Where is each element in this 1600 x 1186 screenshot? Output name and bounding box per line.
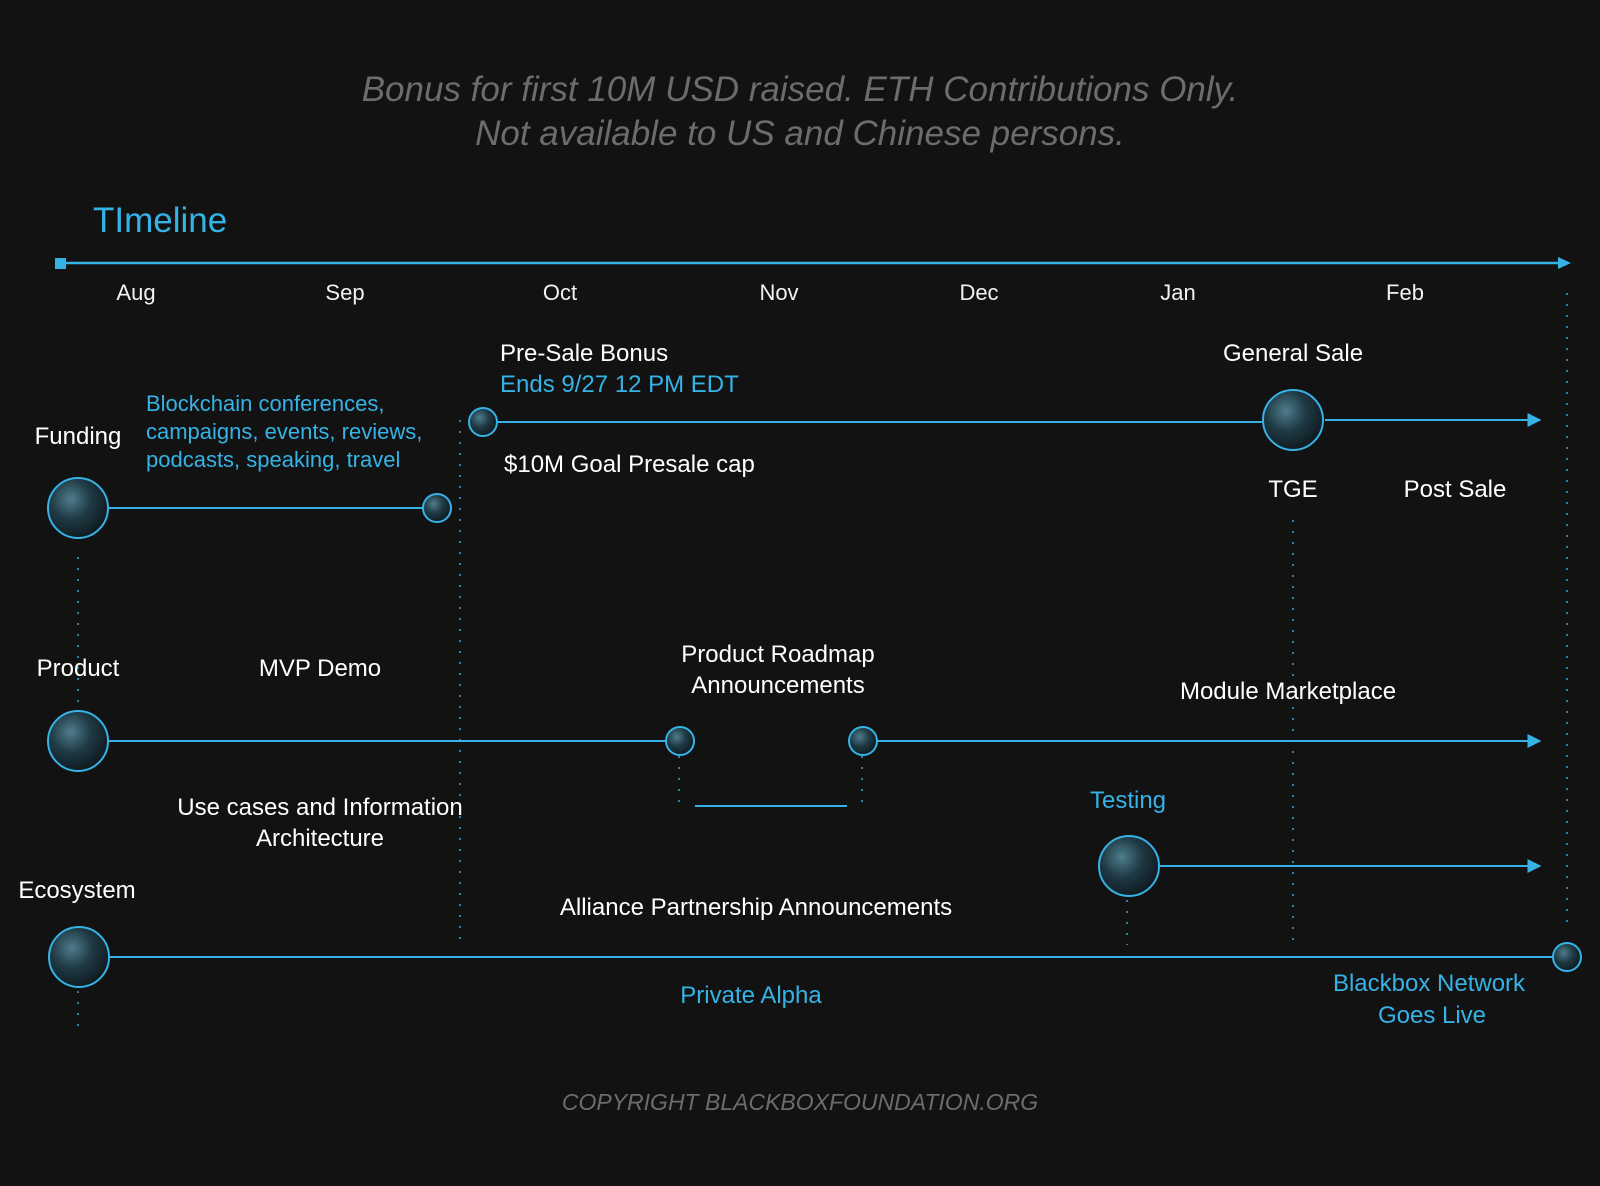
general-sale-node[interactable]: [1262, 389, 1324, 451]
axis-arrowhead: [1558, 257, 1571, 269]
roadmap-start-node[interactable]: [665, 726, 695, 756]
conferences-label-line-2: campaigns, events, reviews,: [146, 419, 423, 444]
mvp-demo-label: MVP Demo: [258, 655, 382, 682]
private-alpha-label: Private Alpha: [680, 982, 822, 1009]
use-cases-label-line-1: Use cases and Information: [177, 794, 463, 821]
month-label-jan: Jan: [1160, 280, 1196, 305]
tge-label: TGE: [1268, 476, 1318, 503]
conferences-label-line-1: Blockchain conferences,: [146, 391, 385, 416]
presale-start-node[interactable]: [468, 407, 498, 437]
month-label-oct: Oct: [542, 280, 578, 305]
use-cases-label-line-2: Architecture: [255, 825, 385, 852]
row-label-funding: Funding: [34, 423, 122, 450]
month-label-aug: Aug: [116, 280, 156, 305]
network-live-label-line-2: Goes Live: [1377, 1002, 1487, 1029]
page-title: TImeline: [93, 201, 228, 240]
month-label-nov: Nov: [759, 280, 799, 305]
post-sale-label: Post Sale: [1403, 476, 1507, 503]
product-start-node[interactable]: [47, 710, 109, 772]
general-sale-label: General Sale: [1222, 340, 1364, 367]
funding-row: [47, 389, 1542, 539]
presale-cap-label: $10M Goal Presale cap: [504, 451, 755, 478]
ecosystem-row: [48, 926, 1582, 988]
disclaimer-line-2: Not available to US and Chinese persons.: [475, 114, 1125, 153]
presale-bonus-label: Pre-Sale Bonus: [500, 340, 669, 367]
month-label-sep: Sep: [325, 280, 365, 305]
dotted-guides: [77, 293, 1568, 1030]
roadmap-end-node[interactable]: [848, 726, 878, 756]
roadmap-label-line-1: Product Roadmap: [681, 641, 875, 668]
conferences-label-line-3: podcasts, speaking, travel: [146, 447, 401, 472]
copyright-footer: COPYRIGHT BLACKBOXFOUNDATION.ORG: [561, 1089, 1039, 1115]
month-label-feb: Feb: [1386, 280, 1424, 305]
network-live-node[interactable]: [1552, 942, 1582, 972]
module-marketplace-label: Module Marketplace: [1179, 678, 1397, 705]
roadmap-label-line-2: Announcements: [691, 672, 865, 699]
network-live-label-line-1: Blackbox Network: [1332, 970, 1526, 997]
row-label-product: Product: [36, 655, 120, 682]
testing-label: Testing: [1089, 787, 1167, 814]
row-label-ecosystem: Ecosystem: [18, 877, 136, 904]
product-row: [47, 710, 1542, 897]
funding-start-node[interactable]: [47, 477, 109, 539]
month-label-dec: Dec: [959, 280, 999, 305]
ecosystem-start-node[interactable]: [48, 926, 110, 988]
testing-node[interactable]: [1098, 835, 1160, 897]
presale-ends-label: Ends 9/27 12 PM EDT: [500, 371, 739, 398]
timeline-axis: [55, 257, 1571, 269]
conferences-end-node[interactable]: [422, 493, 452, 523]
alliance-label: Alliance Partnership Announcements: [559, 894, 953, 921]
disclaimer-line-1: Bonus for first 10M USD raised. ETH Cont…: [361, 70, 1239, 109]
